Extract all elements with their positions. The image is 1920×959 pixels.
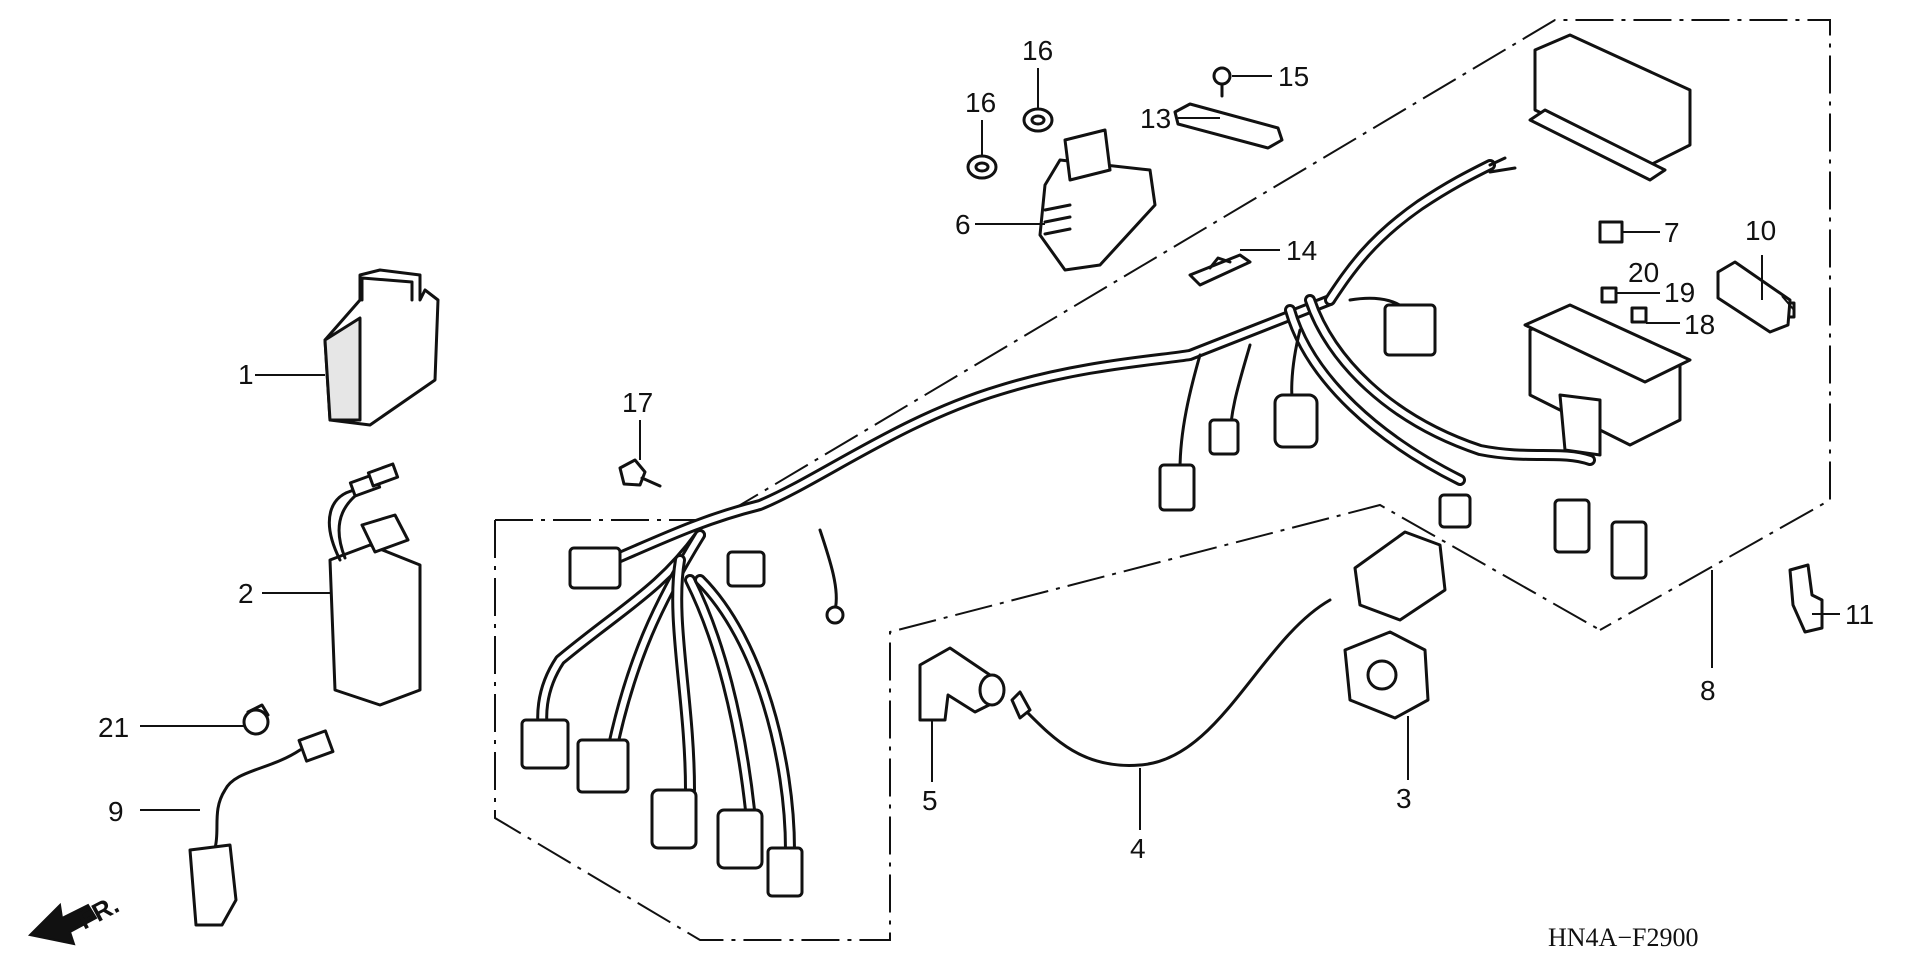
callout-19: 19 [1664, 277, 1695, 308]
connector-a [520, 718, 570, 770]
part-4-ignition-coil [1010, 530, 1447, 767]
callout-21: 21 [98, 712, 129, 743]
harness-frame-lower [494, 503, 1601, 941]
callout-4: 4 [1130, 833, 1146, 864]
part-10-fuse-plate [1716, 260, 1792, 334]
callout-5: 5 [922, 785, 938, 816]
part-5-plug-cap [918, 646, 1006, 722]
callout-18: 18 [1684, 309, 1715, 340]
part-13-stay [1173, 102, 1284, 150]
harness-frame [495, 19, 1831, 631]
callout-13: 13 [1140, 103, 1171, 134]
main-wire-harness [536, 156, 1596, 856]
assembly-frames [494, 19, 1831, 941]
callout-2: 2 [238, 578, 254, 609]
callout-11: 11 [1845, 599, 1874, 630]
connector-j [1438, 493, 1472, 529]
callout-16a: 16 [965, 87, 996, 118]
connector-d [716, 808, 764, 870]
part-19-fuse [1600, 286, 1618, 304]
callouts: 1 2 21 9 6 16 16 13 15 14 17 7 20 19 18 … [98, 35, 1874, 864]
connector-mid [726, 550, 766, 588]
connector-k [1553, 498, 1591, 554]
part-14-clip [1188, 253, 1252, 287]
part-6-regulator [1038, 128, 1157, 272]
leader-lines [140, 68, 1840, 830]
connector-g [1208, 418, 1240, 456]
callout-8: 8 [1700, 675, 1716, 706]
part-9-sensor [188, 729, 335, 927]
connector-e [766, 846, 804, 898]
part-7-fuse [1598, 220, 1624, 244]
callout-3: 3 [1396, 783, 1412, 814]
part-21-clip [242, 703, 270, 736]
fuse-box-body [1523, 303, 1692, 457]
connector-l [1610, 520, 1648, 580]
callout-14: 14 [1286, 235, 1317, 266]
harness-connectors [520, 303, 1648, 898]
callout-10: 10 [1745, 215, 1776, 246]
callout-15: 15 [1278, 61, 1309, 92]
connector-left [568, 546, 622, 590]
callout-1: 1 [238, 359, 254, 390]
connector-h [1273, 393, 1319, 449]
part-15-screw [1212, 66, 1232, 98]
front-label: FR. [73, 889, 124, 935]
front-direction-marker: FR. [27, 889, 124, 946]
connector-c [650, 788, 698, 850]
part-16-grommets [966, 107, 1054, 180]
part-17-bolt [618, 458, 662, 488]
part-11-clip [1788, 563, 1824, 634]
connector-f [1158, 463, 1196, 512]
callout-6: 6 [955, 209, 971, 240]
callout-16b: 16 [1022, 35, 1053, 66]
part-3-relay [1343, 630, 1430, 720]
part-1-control-unit [323, 268, 440, 427]
part-2-cdi-unit [327, 462, 422, 707]
connector-b [576, 738, 630, 794]
connector-i [1383, 303, 1437, 357]
callout-7: 7 [1664, 217, 1680, 248]
callout-20: 20 [1628, 257, 1659, 288]
callout-17: 17 [622, 387, 653, 418]
part-18-fuse [1630, 306, 1648, 324]
ground-terminal [825, 605, 845, 625]
front-arrow-icon [27, 902, 98, 946]
fuse-box-cover [1528, 33, 1692, 182]
callout-9: 9 [108, 796, 124, 827]
drawing-code: HN4A−F2900 [1548, 923, 1698, 952]
